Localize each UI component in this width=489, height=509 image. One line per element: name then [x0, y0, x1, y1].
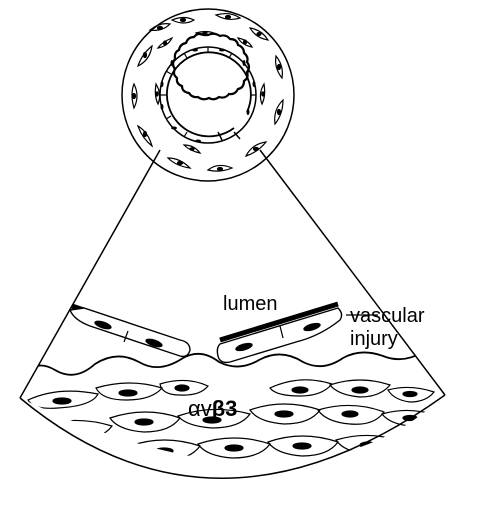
- internal-elastic-lamina: [173, 34, 249, 100]
- vascular-injury-label-line2: injury: [350, 328, 398, 350]
- endothelial-nuclei: [161, 49, 256, 143]
- fan-right-edge: [260, 150, 445, 395]
- lumen-edge: [167, 52, 251, 136]
- endothelium-left: [70, 306, 190, 356]
- integrin-beta-text: β3: [212, 396, 238, 421]
- integrin-alpha-text: αv: [188, 396, 212, 421]
- vascular-injury-label-line1: vascular: [350, 305, 424, 327]
- vessel-cross-section: [122, 9, 294, 181]
- fan-left-edge: [20, 150, 160, 398]
- media-smooth-muscle-cells: [132, 14, 283, 172]
- lumen-label: lumen: [223, 293, 277, 315]
- integrin-label: αvβ3: [188, 398, 237, 420]
